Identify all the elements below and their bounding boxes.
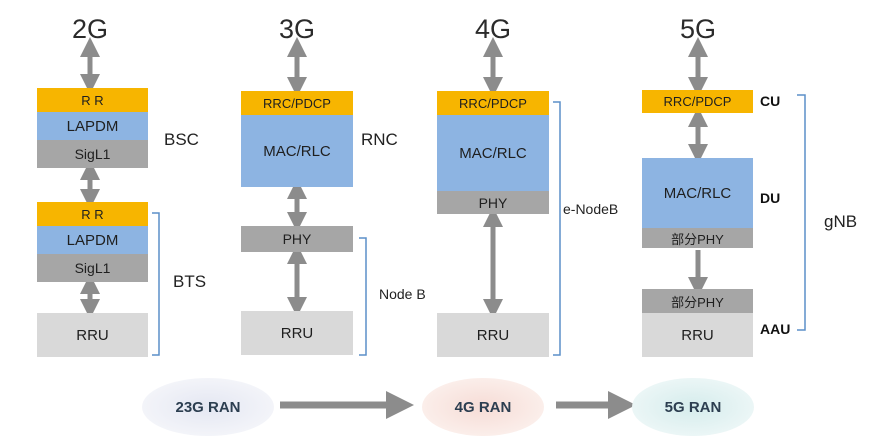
- rrc-pdcp-4g: RRC/PDCP: [437, 91, 549, 115]
- rnc-label: RNC: [361, 130, 398, 149]
- mac-rlc-4g: MAC/RLC: [437, 115, 549, 191]
- mac-rlc-3g: MAC/RLC: [241, 115, 353, 187]
- rru-2g: RRU: [37, 313, 148, 357]
- rru-5g: RRU: [642, 313, 753, 357]
- title-2g: 2G: [71, 14, 109, 44]
- bts-sigl1-layer: SigL1: [37, 254, 148, 282]
- gnb-label: gNB: [824, 212, 858, 231]
- bracket-nodeb: [359, 237, 367, 356]
- partial-phy-aau: 部分PHY: [642, 289, 753, 313]
- bts-lapdm-layer: LAPDM: [37, 226, 148, 254]
- phy-4g: PHY: [437, 191, 549, 214]
- bsc-lapdm-layer: LAPDM: [37, 112, 148, 140]
- rrc-pdcp-3g: RRC/PDCP: [241, 91, 353, 115]
- ran-23g-label: 23G RAN: [175, 398, 241, 416]
- enodeb-label: e-NodeB: [563, 201, 619, 217]
- mac-rlc-5g: MAC/RLC: [642, 158, 753, 228]
- bracket-gnb: [797, 94, 806, 331]
- partial-phy-du: 部分PHY: [642, 228, 753, 248]
- node-b-label: Node B: [379, 286, 426, 302]
- bts-rr-layer: R R: [37, 202, 148, 226]
- bracket-enodeb: [553, 101, 561, 356]
- title-3g: 3G: [278, 14, 316, 44]
- ran-4g-oval: 4G RAN: [422, 378, 544, 436]
- bracket-bts: [152, 212, 160, 356]
- ran-5g-oval: 5G RAN: [632, 378, 754, 436]
- ran-23g-oval: 23G RAN: [142, 378, 274, 436]
- rru-3g: RRU: [241, 311, 353, 355]
- rru-4g: RRU: [437, 313, 549, 357]
- bsc-label: BSC: [164, 130, 199, 149]
- bsc-rr-layer: R R: [37, 88, 148, 112]
- bts-label: BTS: [173, 272, 207, 291]
- ran-5g-label: 5G RAN: [664, 398, 722, 416]
- phy-3g: PHY: [241, 226, 353, 252]
- title-5g: 5G: [679, 14, 717, 44]
- ran-4g-label: 4G RAN: [454, 398, 512, 416]
- cu-label: CU: [760, 93, 781, 109]
- bsc-sigl1-layer: SigL1: [37, 140, 148, 168]
- rrc-pdcp-5g: RRC/PDCP: [642, 90, 753, 113]
- du-label: DU: [760, 190, 781, 206]
- title-4g: 4G: [474, 14, 512, 44]
- aau-label: AAU: [760, 321, 791, 337]
